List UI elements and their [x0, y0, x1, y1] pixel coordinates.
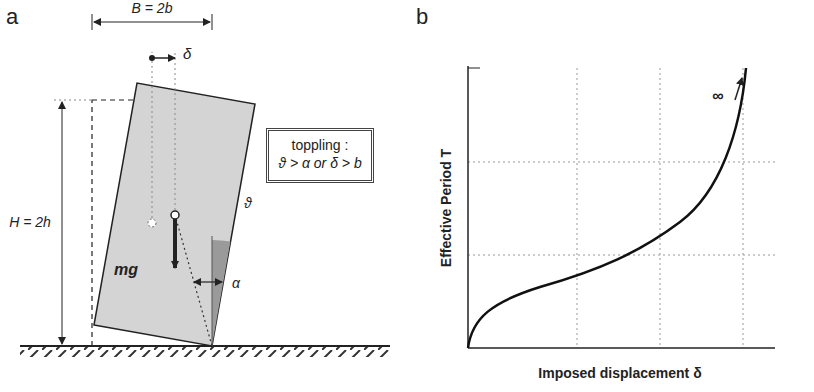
- symbol-label: ∞: [712, 88, 723, 104]
- dim-tick: [212, 14, 213, 30]
- dimension-label: B = 2b: [130, 0, 175, 16]
- weight-arrow: [173, 215, 177, 268]
- period-curve: [468, 68, 746, 348]
- axis-title: Effective Period T: [439, 149, 453, 267]
- width-dimension: [94, 22, 210, 23]
- dimension-label: H = 2h: [7, 214, 53, 230]
- height-dimension: [62, 102, 63, 344]
- axis-title: Imposed displacement δ: [538, 366, 701, 380]
- grid: [468, 68, 775, 348]
- rest-centre: [148, 219, 156, 227]
- angle-label: ϑ: [244, 196, 252, 210]
- delta-guide: [152, 52, 153, 223]
- box-heading: toppling :: [277, 136, 363, 154]
- panel-letter: a: [6, 6, 18, 28]
- x-axis: [468, 347, 775, 349]
- dim-guide: [54, 100, 92, 101]
- panel-letter: b: [416, 6, 428, 28]
- symbol-label: δ: [183, 46, 191, 61]
- condition-box: toppling :ϑ > α or δ > b: [266, 128, 374, 183]
- y-axis: [467, 66, 469, 348]
- force-label: mg: [114, 262, 138, 278]
- alpha-arrow: [194, 281, 222, 282]
- ground: [20, 346, 390, 357]
- box-condition: ϑ > α or δ > b: [277, 154, 363, 172]
- axis-tick: [468, 68, 480, 69]
- vertical-ref: [212, 236, 213, 346]
- delta-arrow: [152, 57, 175, 59]
- dim-tick: [92, 14, 93, 30]
- rigid-block: [94, 83, 255, 346]
- trend-arrow: [735, 78, 742, 100]
- centre-of-mass: [171, 211, 179, 219]
- delta-guide: [175, 52, 176, 215]
- theta-wedge: [212, 240, 230, 346]
- angle-label: α: [232, 276, 240, 290]
- diagonal: [175, 215, 212, 346]
